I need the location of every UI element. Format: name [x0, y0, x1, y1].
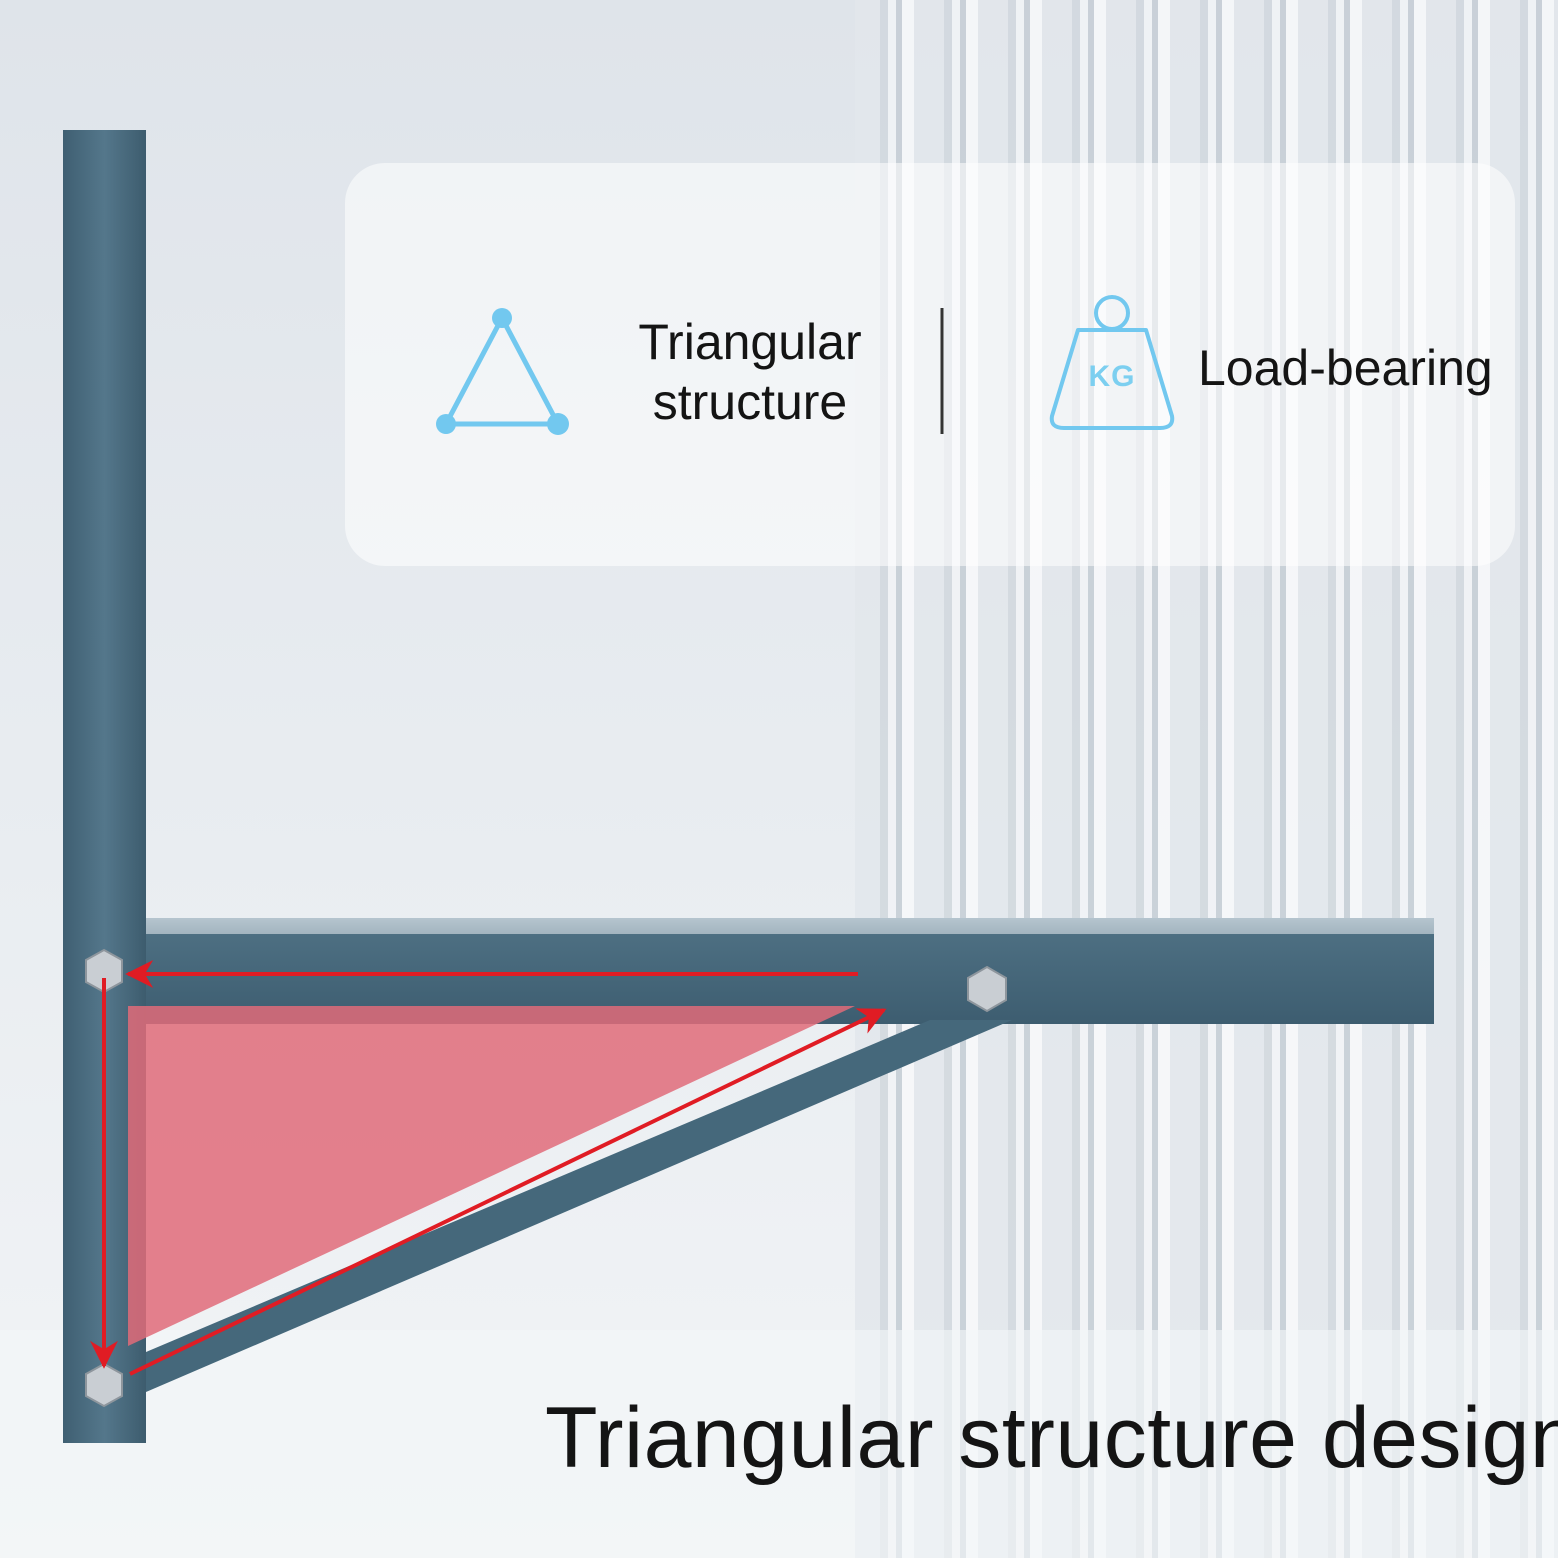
bracket-diagonal-brace: [146, 1020, 1012, 1392]
triangle-highlight: [128, 1006, 855, 1346]
feature-panel: [345, 163, 1515, 566]
bolt-bottom-left: [85, 1362, 123, 1408]
feature-title-load-bearing: Load-bearing: [1198, 340, 1493, 396]
feature-title-triangular: Triangular structure: [585, 312, 915, 432]
force-arrows: [90, 960, 887, 1376]
feature-title-line-2: structure: [652, 374, 848, 430]
triangle-icon: [436, 308, 569, 435]
feature-title-line-1: Triangular: [638, 314, 862, 370]
kg-badge: KG: [1088, 360, 1136, 393]
bolt-arm: [967, 965, 1007, 1013]
caption: Triangular structure design: [545, 1390, 1558, 1486]
weight-kg-icon: [1049, 295, 1175, 430]
